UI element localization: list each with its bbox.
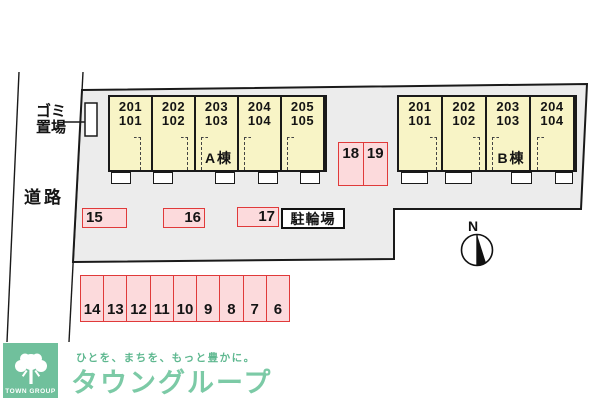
parking-stall-16: 16 xyxy=(163,208,205,228)
entrance-step xyxy=(445,172,472,184)
door-swing-mark xyxy=(201,137,208,170)
building-b-unit-1: 201 101 xyxy=(399,97,443,170)
logo-caption: TOWN GROUP xyxy=(5,388,56,395)
entrance-step xyxy=(511,172,532,184)
building-b-unit-4: 204 104 xyxy=(531,97,575,170)
unit-lower: 104 xyxy=(540,112,564,128)
parking-row-bottom: 14 13 12 11 10 9 8 7 6 xyxy=(80,275,290,322)
parking-stall-19: 19 xyxy=(366,145,384,162)
door-swing-mark xyxy=(537,137,544,170)
unit-lower: 102 xyxy=(452,112,476,128)
parking-stall-12: 12 xyxy=(127,276,151,321)
parking-stall-6: 6 xyxy=(273,301,283,318)
door-swing-mark xyxy=(181,137,188,170)
entrance-step xyxy=(215,172,235,184)
unit-lower: 104 xyxy=(247,112,272,128)
parking-stall-14: 14 xyxy=(81,276,105,321)
compass-north-label: N xyxy=(467,218,479,234)
parking-stall-18: 18 xyxy=(339,143,364,185)
building-a-unit-5: 205 105 xyxy=(282,97,325,170)
door-swing-mark xyxy=(492,137,499,170)
road-label: 道路 xyxy=(24,188,64,207)
entrance-step xyxy=(555,172,573,184)
building-a: 201 101 202 102 203 103 204 104 205 105 … xyxy=(108,95,327,172)
unit-upper: 204 xyxy=(540,99,564,114)
building-a-name: A棟 xyxy=(204,150,234,166)
unit-upper: 204 xyxy=(247,99,272,114)
compass-icon xyxy=(460,233,494,267)
unit-lower: 103 xyxy=(204,112,229,128)
tree-icon xyxy=(14,353,47,384)
door-swing-mark xyxy=(134,137,141,170)
building-b-unit-3: 203 103 xyxy=(487,97,531,170)
unit-upper: 205 xyxy=(290,99,315,114)
unit-upper: 202 xyxy=(161,99,186,114)
building-b-name: B棟 xyxy=(497,150,526,166)
road-line-inner xyxy=(68,71,84,343)
building-b: 201 101 202 102 203 103 204 104 B棟 xyxy=(397,95,577,172)
parking-stall-10: 10 xyxy=(174,276,198,321)
brand-tagline: ひとを、まちを、もっと豊かに。 xyxy=(76,352,256,364)
unit-upper: 201 xyxy=(408,99,432,114)
parking-stall-13: 13 xyxy=(104,276,128,321)
unit-lower: 102 xyxy=(161,112,186,128)
town-group-logo: TOWN GROUP xyxy=(3,343,58,398)
garbage-label-line2: 置場 xyxy=(35,119,66,136)
building-a-unit-4: 204 104 xyxy=(239,97,282,170)
building-a-unit-2: 202 102 xyxy=(153,97,196,170)
entrance-step xyxy=(401,172,428,184)
stall-number: 16 xyxy=(184,209,201,226)
parking-stall-17: 17 xyxy=(237,207,279,227)
door-swing-mark xyxy=(473,137,480,170)
entrance-step xyxy=(153,172,173,184)
parking-stall-9: 9 xyxy=(197,276,221,321)
unit-lower: 103 xyxy=(496,112,520,128)
unit-upper: 202 xyxy=(452,99,476,114)
unit-lower: 105 xyxy=(290,112,315,128)
unit-lower: 101 xyxy=(408,112,432,128)
building-b-unit-2: 202 102 xyxy=(443,97,487,170)
stall-number: 17 xyxy=(258,208,275,225)
entrance-step xyxy=(300,172,320,184)
entrance-step xyxy=(258,172,278,184)
entrance-step xyxy=(111,172,131,184)
garbage-box xyxy=(84,102,98,137)
building-a-unit-3: 203 103 xyxy=(196,97,239,170)
bicycle-parking-label: 駐輪場 xyxy=(281,208,345,229)
brand-name: タウングループ xyxy=(71,368,273,398)
unit-upper: 203 xyxy=(204,99,229,114)
garbage-area-label: ゴミ 置場 xyxy=(26,104,66,136)
unit-upper: 203 xyxy=(496,99,520,114)
building-a-unit-1: 201 101 xyxy=(110,97,153,170)
door-swing-mark xyxy=(430,137,437,170)
parking-stall-8: 8 xyxy=(220,276,244,321)
door-swing-mark xyxy=(244,137,251,170)
parking-stall-18-19: 18 19 xyxy=(338,142,388,186)
parking-stall-7: 7 xyxy=(244,276,267,321)
unit-upper: 201 xyxy=(118,99,143,114)
stall-number: 15 xyxy=(86,209,103,226)
parking-stall-15: 15 xyxy=(82,208,127,228)
door-swing-mark xyxy=(287,137,294,170)
unit-lower: 101 xyxy=(118,112,143,128)
road-line-outer xyxy=(6,71,20,343)
garbage-label-line1: ゴミ xyxy=(35,103,66,120)
parking-stall-11: 11 xyxy=(151,276,174,321)
